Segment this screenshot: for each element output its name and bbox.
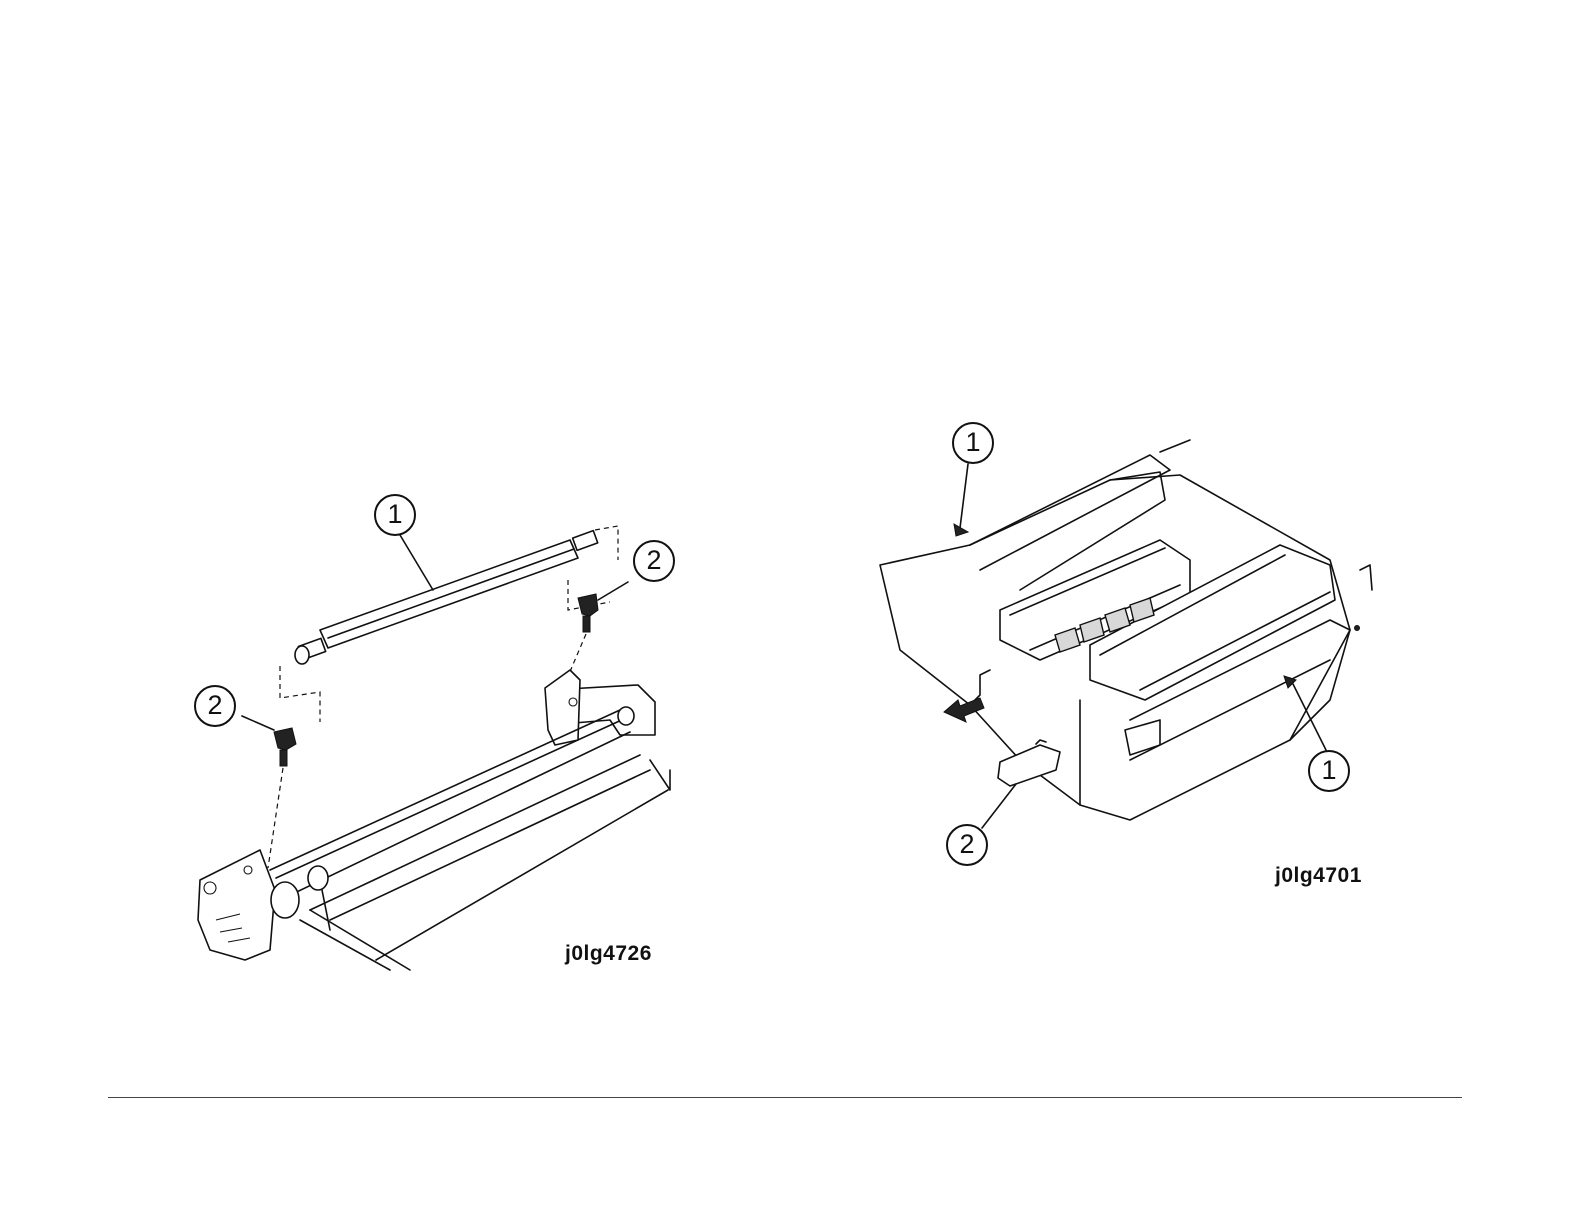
chassis-frame bbox=[198, 670, 670, 970]
callout-2-right-bracket: 2 bbox=[633, 540, 675, 582]
leader-line-1-top bbox=[960, 464, 968, 528]
footer-divider bbox=[108, 1097, 1462, 1098]
figure-id-label: j0lg4726 bbox=[565, 942, 652, 966]
figure-id-label: j0lg4701 bbox=[1275, 864, 1362, 888]
callout-1-right: 1 bbox=[1308, 750, 1350, 792]
callout-1-roll: 1 bbox=[374, 494, 416, 536]
leader-line-1 bbox=[400, 535, 433, 590]
callout-1-top: 1 bbox=[952, 422, 994, 464]
callout-2-handle: 2 bbox=[946, 824, 988, 866]
figure-roll-removal: 1 2 2 j0lg4726 bbox=[150, 470, 710, 990]
leader-line-2 bbox=[982, 784, 1016, 828]
callout-2-left-bracket: 2 bbox=[194, 685, 236, 727]
roll-assembly-illustration bbox=[150, 470, 710, 990]
bracket-left bbox=[242, 716, 296, 868]
pull-direction-arrow-icon bbox=[944, 698, 984, 722]
figure-unit-removal: 1 1 2 j0lg4701 bbox=[860, 400, 1420, 920]
unit-assembly-illustration bbox=[860, 400, 1420, 920]
unit-body bbox=[880, 440, 1372, 820]
